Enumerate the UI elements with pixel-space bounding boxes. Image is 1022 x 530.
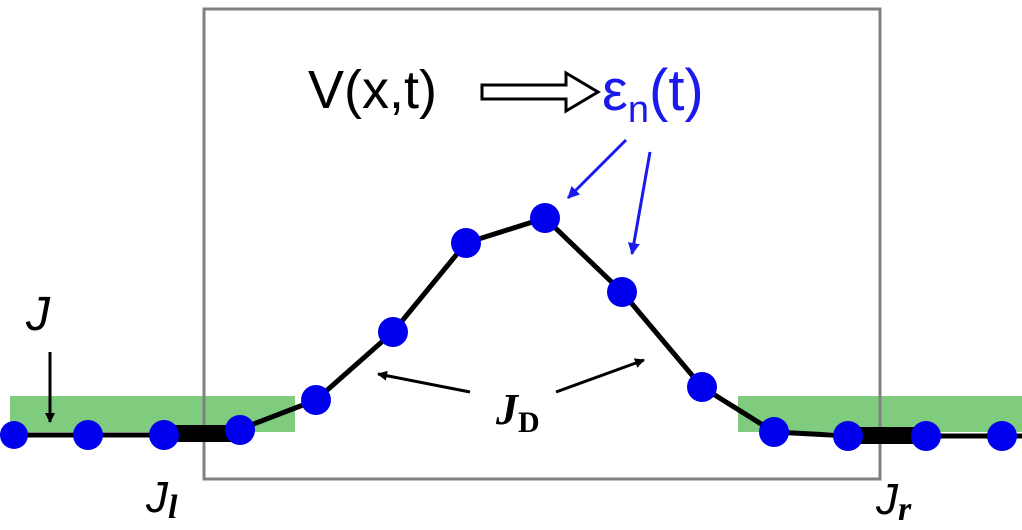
energy-symbol: ε: [602, 58, 628, 123]
left-contact-subscript: l: [168, 489, 178, 526]
contact-bond-right: [856, 427, 914, 444]
site-dot: [149, 420, 179, 450]
site-dot: [687, 372, 717, 402]
site-dot: [73, 420, 103, 450]
contact-bond-left: [170, 425, 234, 442]
site-dot: [225, 415, 255, 445]
energy-arrow-to-peak: [566, 138, 628, 200]
device-coupling-arrow-right: [555, 358, 645, 394]
site-dot: [987, 421, 1017, 451]
lead-coupling-label: J: [25, 288, 51, 341]
right-contact-letter: J: [875, 475, 899, 524]
site-dot: [0, 421, 28, 449]
left-contact-label: Jl: [145, 473, 178, 526]
potential-label: V(x,t): [308, 60, 437, 120]
lattice-sites: [0, 203, 1017, 451]
site-dot: [607, 277, 637, 307]
site-dot: [911, 421, 941, 451]
device-coupling-arrow-left: [377, 370, 471, 394]
site-dot: [451, 228, 481, 258]
site-dot: [301, 385, 331, 415]
energy-argument: (t): [649, 58, 704, 123]
device-region-box: [202, 7, 882, 481]
implies-arrow-icon: [480, 70, 601, 114]
energy-subscript: n: [628, 89, 649, 131]
energy-arrow-to-site: [628, 151, 652, 255]
site-dot: [378, 317, 408, 347]
site-dot: [530, 203, 560, 233]
device-coupling-subscript: D: [518, 406, 540, 439]
energy-label: εn(t): [602, 58, 704, 131]
left-contact-letter: J: [145, 473, 169, 522]
device-coupling-label: JD: [495, 385, 540, 439]
device-coupling-letter: J: [495, 385, 520, 434]
site-dot: [759, 417, 789, 447]
site-dot: [833, 421, 863, 451]
right-contact-label: Jr: [875, 475, 912, 528]
right-contact-subscript: r: [898, 491, 912, 528]
